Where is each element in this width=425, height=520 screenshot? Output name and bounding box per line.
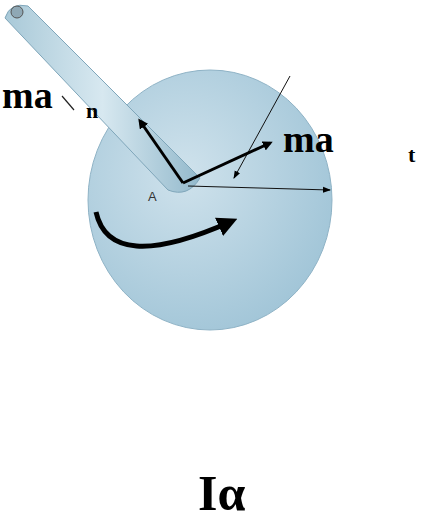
- normal-acceleration-arrow: [140, 121, 183, 183]
- radius-line: [234, 76, 290, 178]
- subscript: t: [408, 144, 415, 166]
- force-label: ma: [2, 76, 53, 114]
- tangential-acceleration-arrow: [183, 143, 270, 183]
- pin: [11, 6, 23, 18]
- force-label: ma: [283, 120, 334, 158]
- moment-arrow: [96, 212, 230, 246]
- radius-line: [188, 186, 330, 190]
- point-label: A: [148, 190, 157, 203]
- moment-label: Iα: [198, 468, 245, 518]
- subscript: n: [86, 100, 98, 122]
- rod-mark: [62, 96, 74, 110]
